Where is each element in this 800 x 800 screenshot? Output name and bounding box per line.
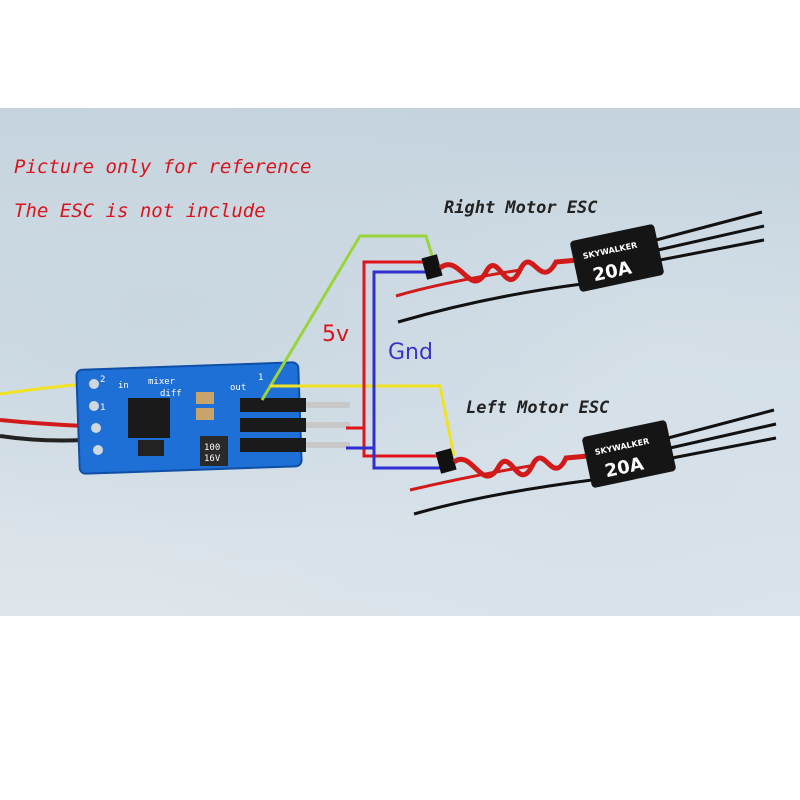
- right-esc: SKYWALKER 20A: [395, 210, 765, 324]
- wire-red-5v: [346, 260, 440, 458]
- capacitor-label-100: 100: [204, 443, 220, 453]
- ground-label: Gnd: [388, 340, 433, 365]
- pin-1-in-label: 1: [100, 403, 105, 413]
- capacitor: [200, 436, 228, 466]
- diff-label: diff: [160, 389, 182, 399]
- left-esc: SKYWALKER 20A: [409, 408, 777, 516]
- input-wire-black: [0, 434, 85, 443]
- right-motor-esc-label: Right Motor ESC: [444, 198, 598, 218]
- reference-note-line-2: The ESC is not include: [14, 200, 266, 222]
- input-wire-red: [0, 418, 85, 428]
- input-wire-yellow: [0, 382, 85, 396]
- pin-1-out-label: 1: [258, 373, 263, 383]
- voltage-label: 5v: [322, 322, 350, 347]
- left-motor-esc-label: Left Motor ESC: [466, 398, 610, 418]
- out-label: out: [230, 383, 246, 393]
- reference-note-line-1: Picture only for reference: [14, 156, 312, 178]
- wire-blue-gnd: [346, 270, 440, 470]
- header-pins: [240, 398, 350, 452]
- in-label: in: [118, 381, 129, 391]
- photo-background: [0, 108, 800, 616]
- mixer-label: mixer: [148, 377, 176, 387]
- capacitor-label-16v: 16V: [204, 454, 221, 464]
- chip: [128, 398, 170, 438]
- pin-2-label: 2: [100, 375, 105, 385]
- wire-green-right-signal: [260, 234, 436, 401]
- wire-yellow-left-signal: [270, 384, 456, 457]
